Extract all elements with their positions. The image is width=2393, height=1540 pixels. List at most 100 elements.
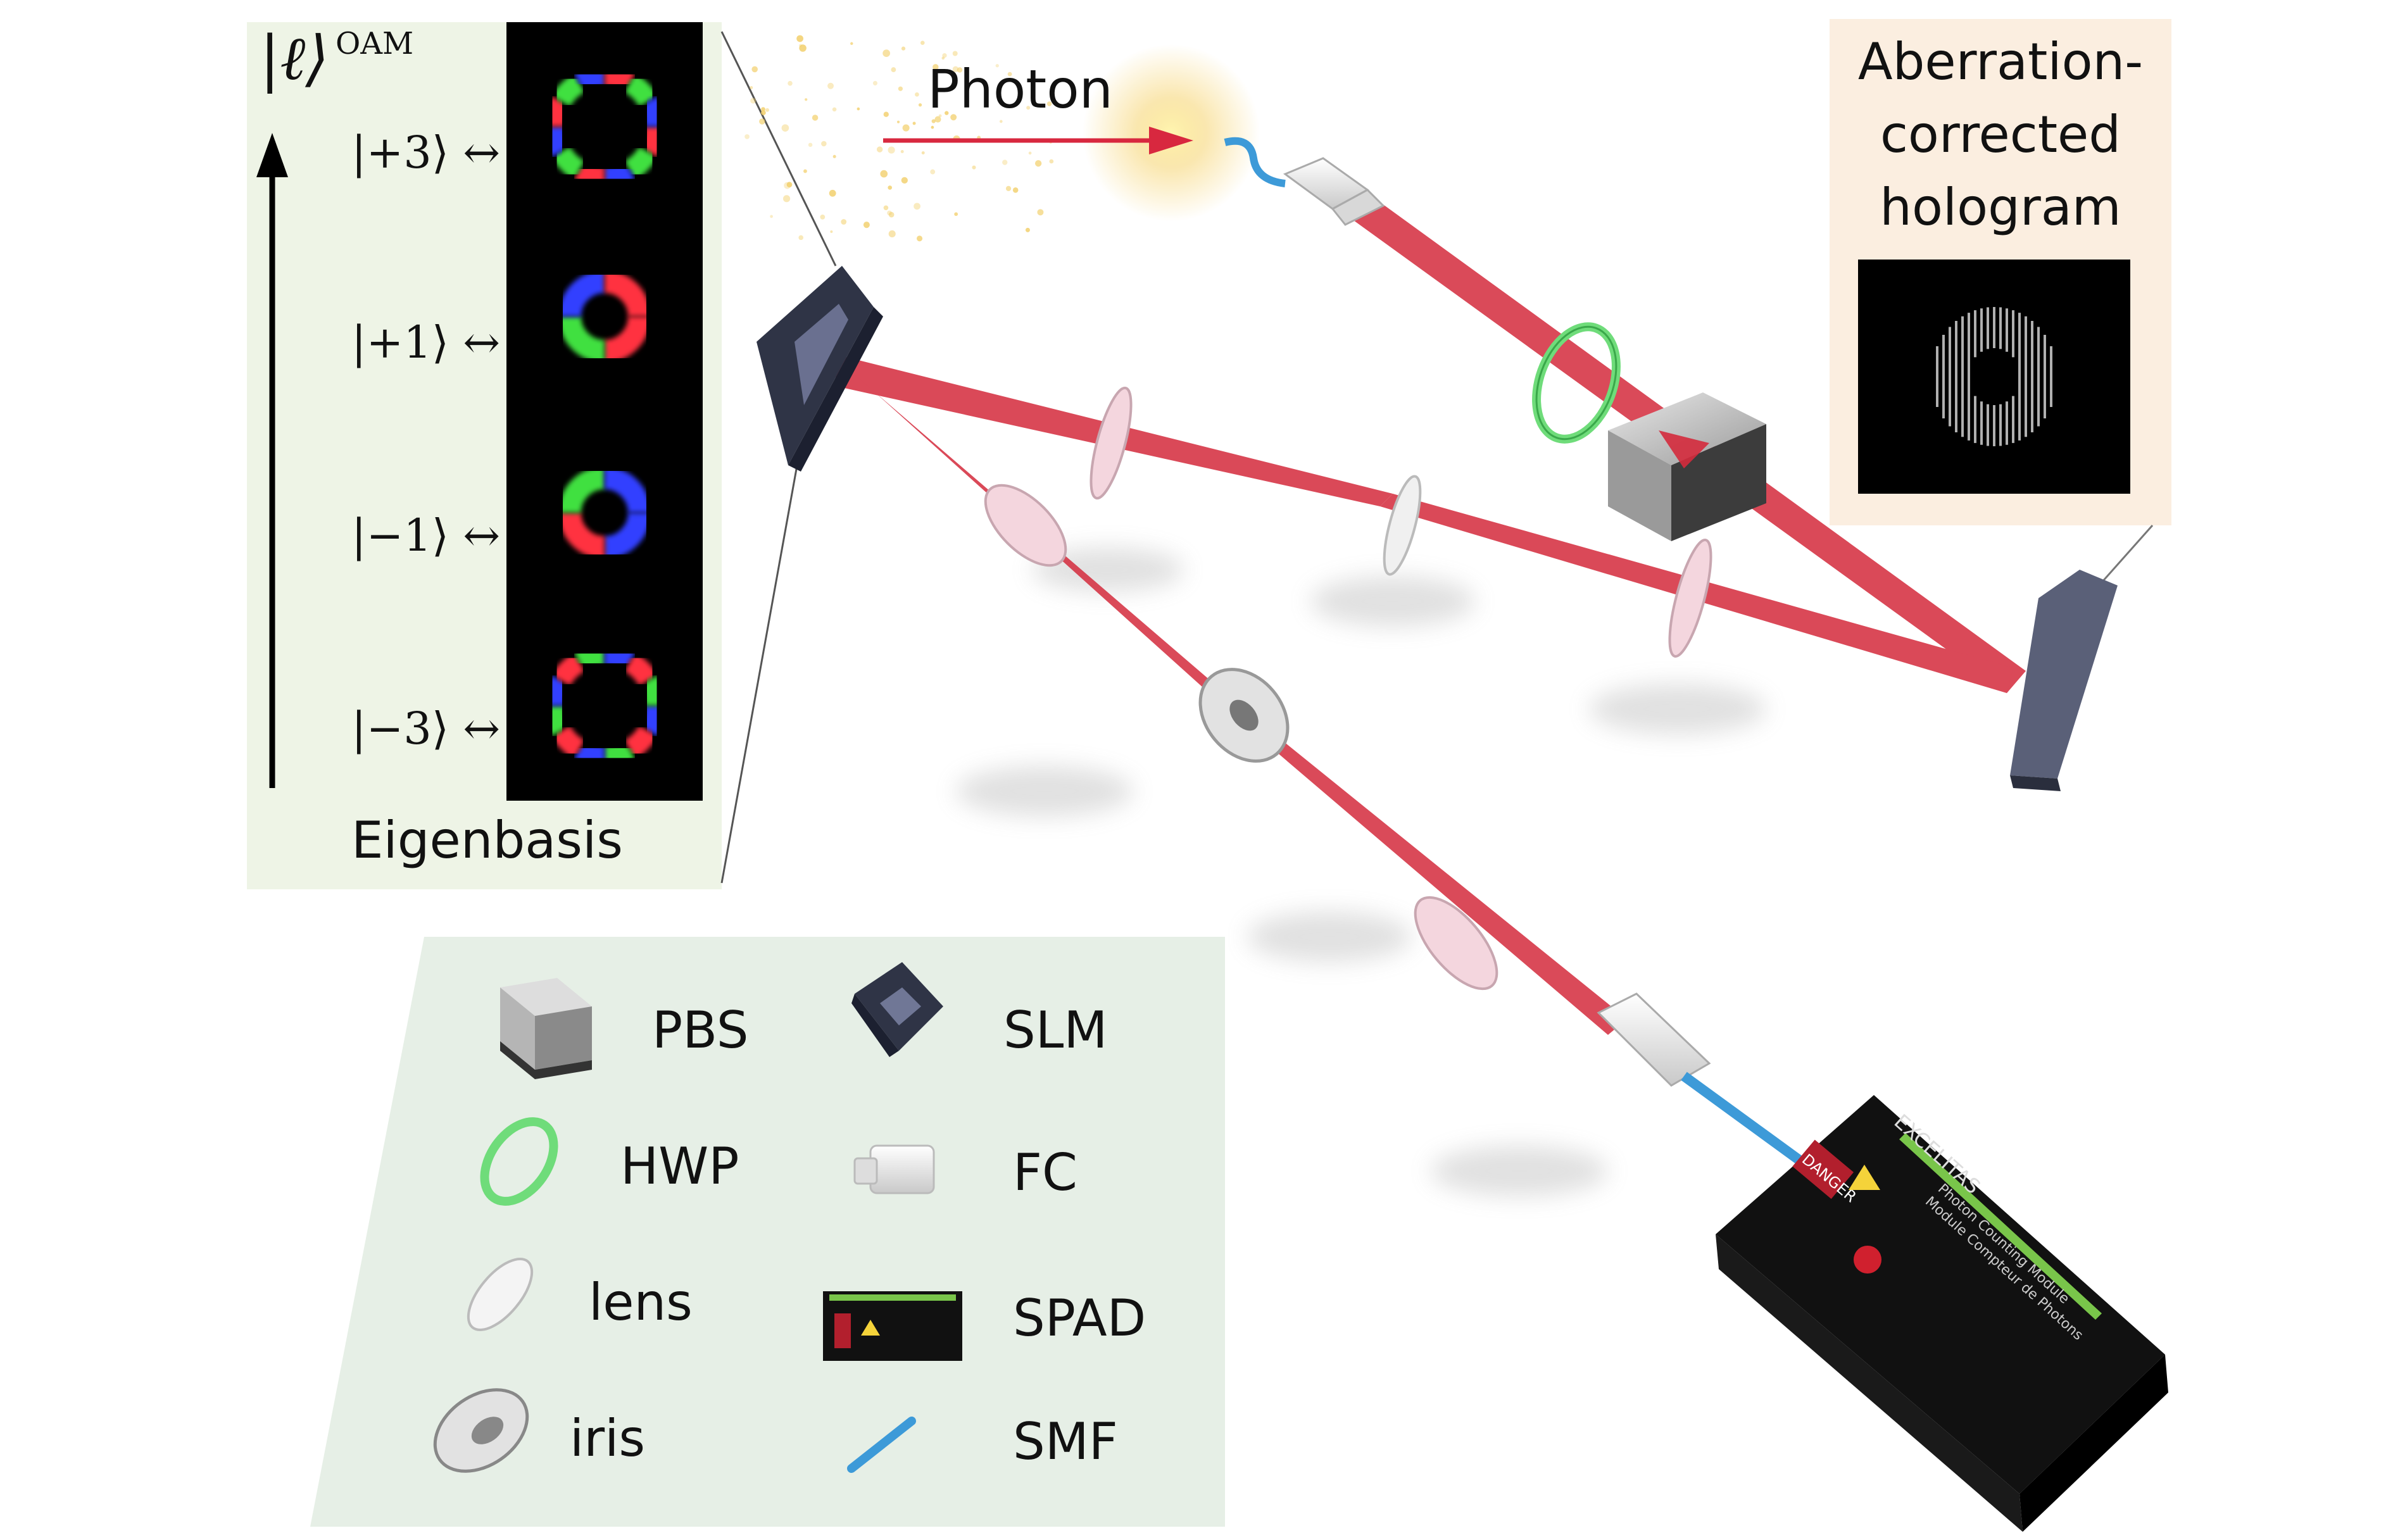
- legend-spad-icon: [823, 1291, 962, 1361]
- beam-iris-to-fc: [1241, 712, 1627, 1035]
- photon-sparkle: [930, 169, 936, 175]
- photon-sparkle: [1028, 151, 1032, 155]
- photon-sparkle: [796, 35, 803, 42]
- legend-background: [310, 937, 1225, 1527]
- photon-sparkle: [1049, 159, 1054, 164]
- pbs-beam-spot: [1659, 430, 1709, 468]
- photon-sparkle: [788, 80, 793, 86]
- photon-sparkle: [957, 67, 963, 73]
- photon-sparkle: [799, 44, 807, 52]
- photon-sparkle: [915, 92, 919, 97]
- photon-sparkle: [931, 125, 934, 129]
- legend-lens-label: lens: [589, 1273, 693, 1332]
- photon-sparkle: [1037, 209, 1044, 216]
- photon-sparkle: [952, 66, 959, 73]
- lens-upper-3: [1668, 539, 1712, 658]
- oam-mode-segment: [624, 652, 658, 687]
- hwp-ring-outline: [1535, 325, 1617, 441]
- photon-sparkle: [900, 149, 904, 153]
- oam-mode-segment: [543, 675, 570, 706]
- lens-upper-1: [1090, 386, 1133, 500]
- photon-sparkle: [931, 119, 936, 123]
- oam-mode-segment: [558, 316, 605, 363]
- eigenbasis-panel: |ℓ⟩ OAM |+3⟩ ↔ |+1⟩ ↔ |−1⟩ ↔ |−3⟩ ↔ Eige…: [247, 22, 837, 889]
- photon-sparkle: [832, 107, 837, 112]
- photon-sparkle: [786, 182, 793, 188]
- lenses: [984, 386, 1712, 991]
- photon-sparkle: [750, 86, 753, 89]
- projection-line-top: [720, 31, 837, 266]
- fiber-coupler-top: [1224, 137, 1385, 226]
- projection-line-bottom: [720, 461, 799, 884]
- slm-left-edge: [788, 307, 883, 472]
- photon-sparkle: [921, 151, 925, 154]
- photon-glow: [1083, 44, 1260, 222]
- hologram-fringes: [1936, 307, 2052, 446]
- photon-sparkle: [803, 169, 807, 173]
- photon-sparkle: [751, 66, 758, 73]
- legend-pbs-icon: [500, 978, 592, 1079]
- photon-sparkle: [888, 185, 893, 190]
- photon-sparkle: [999, 120, 1003, 123]
- slm-left: [757, 266, 883, 472]
- spad-danger-label: [1792, 1139, 1854, 1199]
- photon-sparkle: [942, 53, 947, 58]
- photon-sparkle: [888, 230, 896, 238]
- pbs-cube: [1608, 392, 1766, 541]
- spad-device: DANGER EXCELITAS Photon Counting Module …: [1716, 1095, 2168, 1532]
- oam-mode-segment: [551, 73, 586, 108]
- oam-mode-segment: [558, 466, 605, 513]
- photon-sparkle: [782, 195, 791, 203]
- photon-sparkle: [920, 41, 925, 46]
- oam-mode-segment: [574, 65, 605, 92]
- photon-sparkle: [954, 212, 958, 216]
- photon-sparkle: [799, 44, 802, 47]
- photon-sparkle: [761, 107, 765, 111]
- hologram-projection-line: [2101, 525, 2154, 583]
- iris-aperture: [1229, 699, 1259, 731]
- photon-sparkle: [821, 141, 827, 147]
- photon-sparkle: [1002, 160, 1008, 165]
- photon-sparkle: [1007, 72, 1012, 77]
- oam-mode-segment: [551, 725, 586, 760]
- spad-green-stripe: [1899, 1133, 2102, 1320]
- oam-mode-segment: [558, 270, 605, 317]
- legend-pbs-label: PBS: [652, 1001, 749, 1060]
- photon-sparkle: [760, 110, 766, 115]
- slm-right: [2010, 570, 2118, 791]
- oam-mode-segment: [604, 161, 636, 188]
- photon-sparkle: [829, 189, 836, 197]
- slm-right-edge: [2010, 775, 2061, 791]
- ell-axis-arrowhead: [256, 133, 288, 177]
- photon-sparkle: [902, 124, 910, 132]
- photon-sparkle: [744, 134, 750, 139]
- photon-sparkle: [887, 210, 892, 216]
- ket-minus1: |−1⟩ ↔: [351, 510, 500, 561]
- photon-sparkle: [880, 170, 888, 178]
- photon-sparkle: [952, 51, 958, 56]
- photon-sparkle: [934, 116, 941, 123]
- photon-sparkle: [765, 108, 769, 112]
- photon-sparkle: [832, 154, 836, 158]
- oam-mode-segment: [624, 73, 658, 108]
- photon-sparkle: [933, 64, 939, 70]
- photon-sparkle: [882, 49, 891, 58]
- oam-mode-segment: [604, 466, 651, 513]
- photon-sparkle: [883, 111, 889, 117]
- oam-mode-images: [543, 65, 666, 767]
- hwp-element: [1532, 322, 1621, 444]
- photon-sparkles: [744, 35, 1054, 242]
- photon-sparkle: [830, 230, 833, 234]
- slm-left-screen: [795, 304, 848, 405]
- legend-smf-icon: [847, 1417, 916, 1473]
- oam-mode-segment: [543, 96, 570, 127]
- pbs-left-face: [1608, 430, 1671, 541]
- spad-front: [1716, 1234, 2023, 1532]
- oam-mode-segment: [604, 512, 651, 559]
- photon-arrowhead: [1149, 127, 1193, 154]
- photon-sparkle: [750, 97, 757, 104]
- eigenbasis-caption: Eigenbasis: [351, 811, 623, 870]
- mode-image-strip: [506, 22, 703, 801]
- oam-mode-segment: [574, 644, 605, 672]
